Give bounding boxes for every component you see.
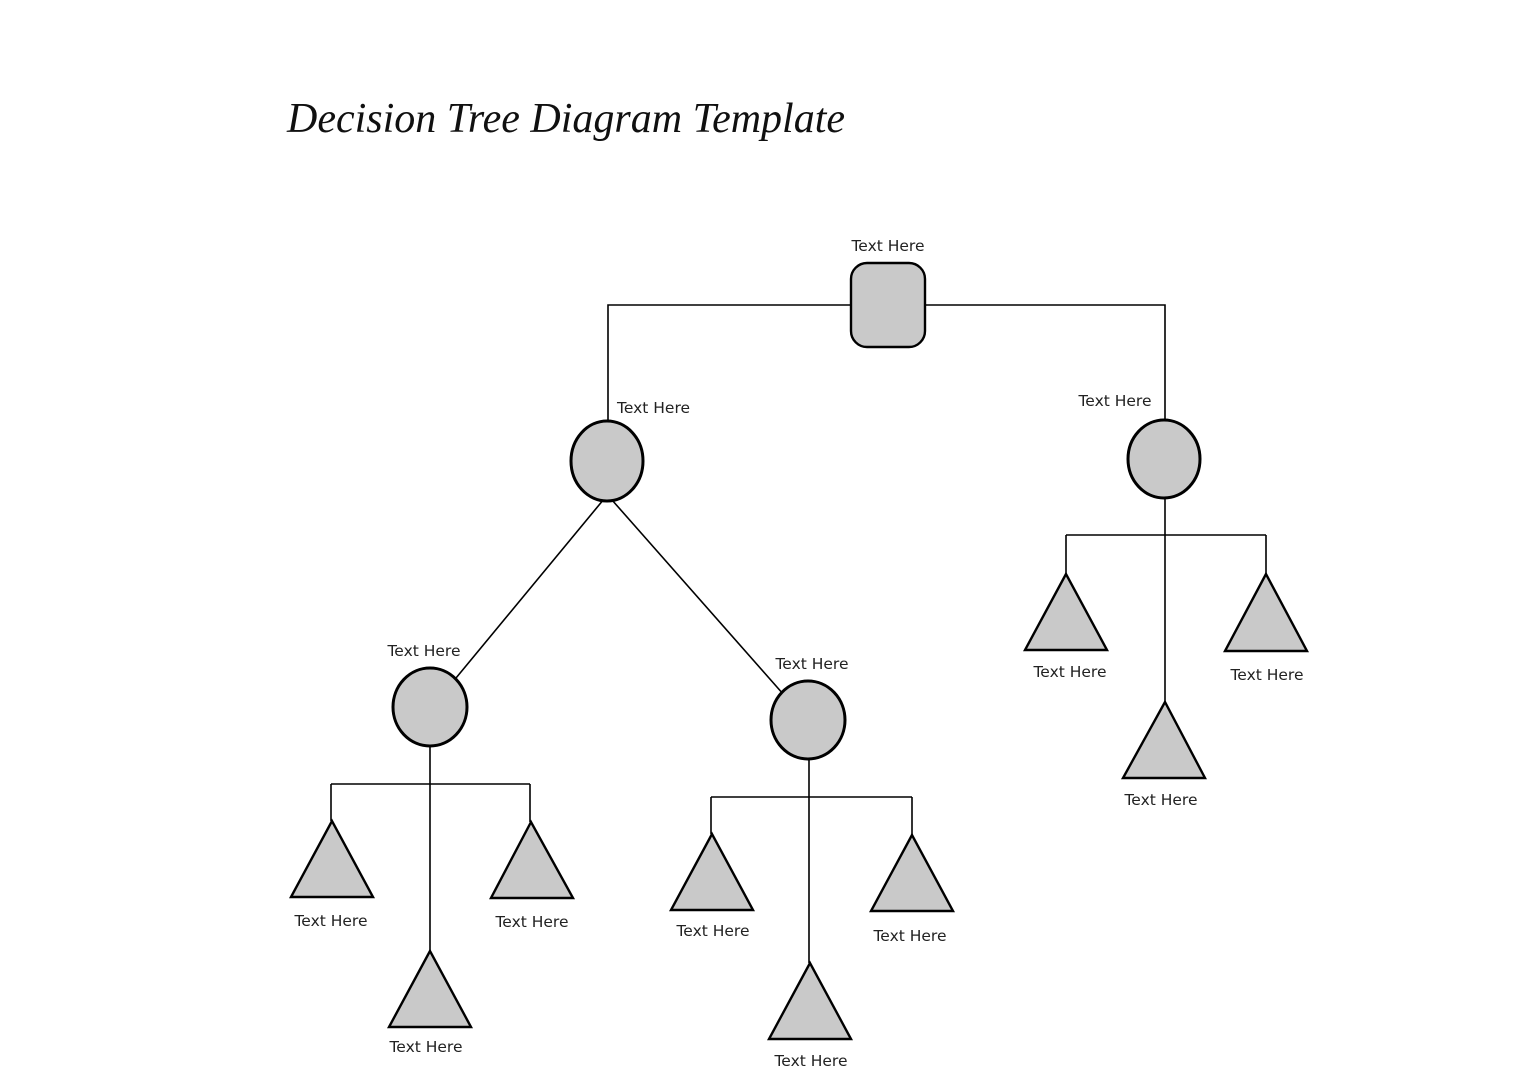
label-leaf-left-2: Text Here [494,913,568,931]
label-leaf-left-1: Text Here [293,912,367,930]
chance-node-left-child-right [769,679,847,761]
chance-node-left-child-left [391,666,469,748]
leaf-triangle-middle-1 [668,831,756,912]
leaf-triangle-left-2 [489,819,576,900]
leaf-triangle-right-3 [1120,699,1207,780]
leaf-triangle-left-1 [288,818,376,899]
leaf-triangle-left-3 [386,948,474,1029]
page-title: Decision Tree Diagram Template [287,96,846,142]
connector-root-to-left-chance [607,304,851,422]
label-leaf-middle-2: Text Here [872,927,946,945]
leaf-triangle-right-1 [1022,571,1110,652]
leaf-triangle-right-2 [1223,571,1309,653]
connector-left-chance-to-left-child [455,498,605,679]
chance-node-left [569,419,645,503]
leaf-triangle-middle-3 [766,960,854,1041]
label-chance-left-child-left: Text Here [386,642,460,660]
label-leaf-middle-3: Text Here [773,1052,847,1070]
shapes [288,261,1309,1041]
label-leaf-right-1: Text Here [1032,663,1106,681]
label-leaf-right-2: Text Here [1229,666,1303,684]
chance-node-right [1126,418,1202,500]
connector-left-chance-to-right-child [611,499,785,696]
connectors [330,304,1267,963]
label-chance-left: Text Here [616,399,690,417]
label-chance-left-child-right: Text Here [774,655,848,673]
connector-root-to-right-chance [925,304,1166,421]
label-root: Text Here [850,237,924,255]
label-leaf-left-3: Text Here [388,1038,462,1056]
root-decision-node [849,261,927,349]
label-chance-right: Text Here [1077,392,1151,410]
leaf-triangle-middle-2 [868,832,956,913]
label-leaf-middle-1: Text Here [675,922,749,940]
labels: Text Here Text Here Text Here Text Here … [293,237,1303,1070]
label-leaf-right-3: Text Here [1123,791,1197,809]
